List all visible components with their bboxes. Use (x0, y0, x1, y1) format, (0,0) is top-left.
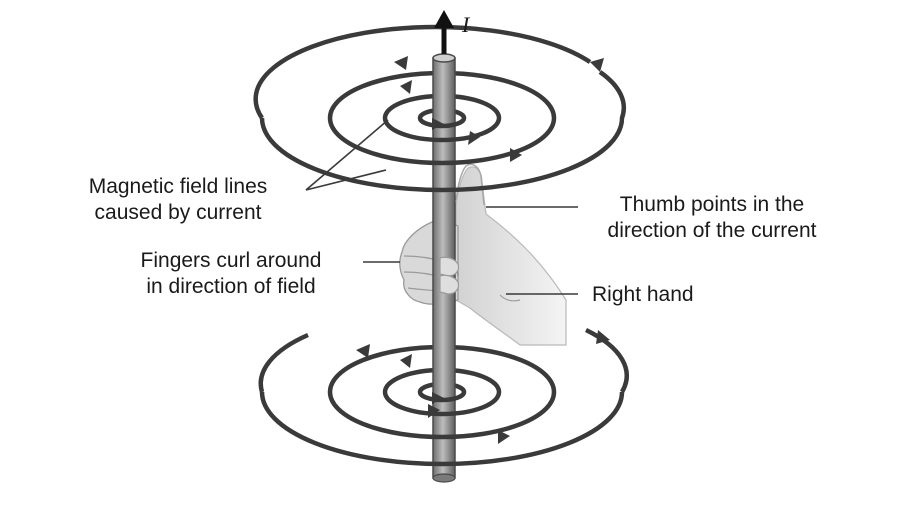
lower-ring-outer-back (258, 332, 309, 393)
leader-field-2 (305, 169, 387, 191)
arrow-upper-outer-left (394, 56, 408, 70)
thumb-label-line1: Thumb points in the (619, 193, 805, 216)
wire-bottom-cap (432, 473, 456, 483)
arrow-upper-outer-right (590, 58, 604, 72)
field-lines-label: Magnetic field lines caused by current (54, 174, 302, 226)
fingers-label-line2: in direction of field (146, 275, 316, 298)
lower-ring-outer-front (259, 391, 625, 467)
arrow-upper-large (510, 148, 522, 162)
arrow-upper-medium-right (468, 131, 480, 145)
lower-field-rings-front (259, 391, 625, 467)
upper-ring-outer-front (259, 70, 627, 193)
upper-field-rings-front (259, 70, 627, 193)
lower-ring-medium-front (382, 391, 502, 417)
fingers-front (439, 256, 460, 295)
arrow-lower-medium-right (428, 404, 440, 418)
arrow-upper-medium-left (400, 80, 412, 94)
arrow-upper-small (432, 118, 444, 130)
wire-top-cap (432, 53, 456, 63)
current-symbol: I (462, 12, 470, 37)
upper-ring-outer-back (253, 24, 592, 120)
knuckle-line (499, 294, 521, 302)
lower-ring-large-front (327, 391, 557, 440)
field-lines-label-line1: Magnetic field lines (88, 175, 268, 198)
leader-field-1 (305, 119, 389, 191)
field-lines-label-line2: caused by current (94, 201, 262, 224)
current-arrow (434, 10, 454, 54)
arrow-lower-outer-right (596, 330, 610, 344)
fingers-label-line1: Fingers curl around (140, 249, 322, 272)
fingers-label: Fingers curl around in direction of fiel… (104, 248, 358, 300)
upper-field-rings-back (253, 24, 592, 120)
hand-palm (455, 166, 567, 346)
arrow-lower-large (498, 430, 510, 444)
thumb-label: Thumb points in the direction of the cur… (580, 192, 844, 244)
right-hand-label: Right hand (592, 283, 694, 306)
thumb-label-line2: direction of the current (607, 219, 817, 242)
upper-ring-large-front (327, 117, 557, 166)
hand-thumb (455, 163, 485, 206)
arrow-lower-medium-left (400, 354, 412, 368)
field-direction-arrows (356, 56, 610, 444)
leader-lines (305, 119, 578, 295)
upper-ring-medium-front (382, 117, 502, 143)
lower-ring-small-front (417, 391, 467, 403)
upper-ring-small-front (417, 117, 467, 129)
arrow-lower-outer-left (356, 344, 370, 358)
arrow-lower-small (432, 392, 444, 404)
